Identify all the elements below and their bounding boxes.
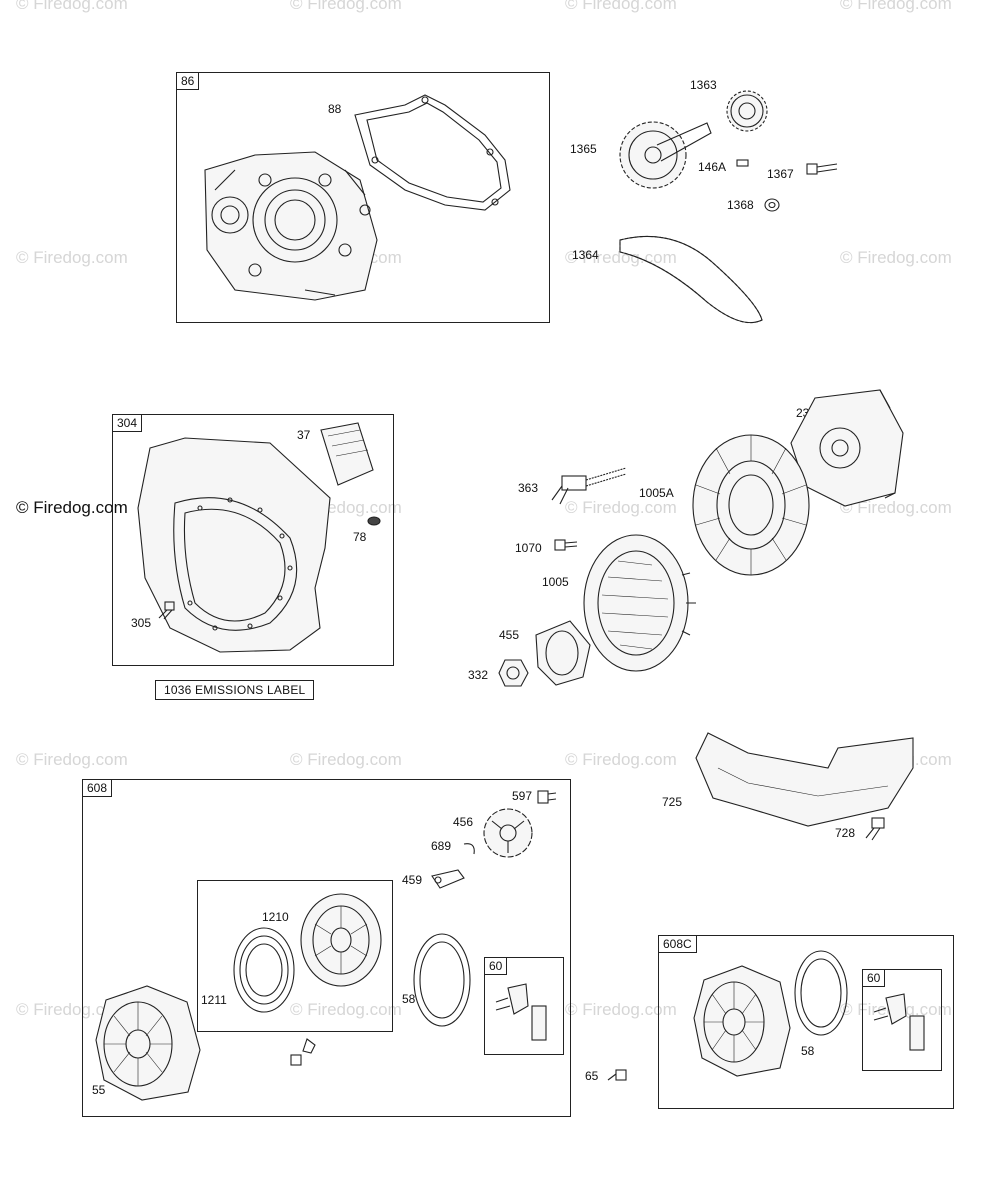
part-label-725: 725	[662, 795, 683, 809]
spring-clip-drawing	[463, 843, 475, 855]
part-label-1005a: 1005A	[639, 486, 674, 500]
flywheel-drawing	[790, 389, 904, 507]
watermark: © Firedog.com	[290, 750, 402, 769]
part-label-1005: 1005	[542, 575, 569, 589]
part-label-146a: 146A	[698, 160, 727, 174]
group-box-60: 60	[862, 969, 942, 1071]
group-box-label: 86	[176, 72, 200, 90]
watermark: © Firedog.com	[16, 0, 128, 13]
screw-drawing	[158, 601, 175, 620]
screw-drawing	[367, 516, 381, 526]
part-label-58: 58	[402, 992, 416, 1006]
watermark: © Firedog.com	[16, 248, 128, 267]
group-box-label: 608	[82, 779, 113, 797]
part-label-1367: 1367	[767, 167, 794, 181]
part-label-37: 37	[297, 428, 311, 442]
watermark: © Firedog.com	[290, 1000, 402, 1019]
part-label-78: 78	[353, 530, 367, 544]
fan-drawing	[692, 434, 810, 576]
group-box-304: 304	[112, 414, 394, 666]
rope-drawing	[413, 933, 471, 1027]
bolt-drawing	[865, 817, 885, 841]
key-drawing	[736, 159, 749, 167]
flywheel-fan-drawing	[583, 534, 696, 672]
group-box-608: 608	[82, 779, 571, 1117]
screw-drawing	[537, 790, 557, 804]
blower-housing-drawing	[137, 437, 331, 653]
screw-drawing	[554, 539, 578, 551]
group-box-86: 86	[176, 72, 550, 323]
watermark: © Firedog.com	[840, 248, 952, 267]
part-label-55: 55	[92, 1083, 106, 1097]
part-label-597: 597	[512, 789, 533, 803]
emissions-label-note: 1036 EMISSIONS LABEL	[155, 680, 315, 700]
sprocket-shaft-drawing	[619, 121, 712, 189]
watermark: © Firedog.com	[16, 750, 128, 769]
group-box-label: 60	[484, 957, 508, 975]
starter-housing-drawing	[95, 985, 201, 1101]
part-label-305: 305	[131, 616, 152, 630]
gasket-drawing	[354, 94, 511, 211]
clutch-pawl-drawing	[551, 467, 627, 505]
rope-drawing	[794, 950, 848, 1036]
watermark: © Firedog.com	[565, 0, 677, 13]
washer-drawing	[764, 198, 780, 212]
pawl-drawing	[431, 869, 465, 889]
part-label-459: 459	[402, 873, 423, 887]
starter-cup-drawing	[535, 620, 591, 686]
group-box-label: 608C	[658, 935, 697, 953]
watermark: © Firedog.com	[565, 750, 677, 769]
part-label-1363: 1363	[690, 78, 717, 92]
group-box-60: 60	[484, 957, 564, 1055]
part-label-1210: 1210	[262, 910, 289, 924]
gear-drawing	[726, 90, 768, 132]
part-label-455: 455	[499, 628, 520, 642]
handle-drawing	[495, 983, 547, 1041]
part-label-1364: 1364	[572, 248, 599, 262]
watermark: © Firedog.com	[16, 498, 128, 517]
part-label-456: 456	[453, 815, 474, 829]
crankcase-cover-drawing	[204, 151, 378, 301]
part-label-689: 689	[431, 839, 452, 853]
pulley-drawing	[300, 893, 382, 987]
group-box-label: 304	[112, 414, 143, 432]
muffler-guard-drawing	[695, 732, 914, 827]
watermark: © Firedog.com	[16, 1000, 128, 1019]
watermark: © Firedog.com	[840, 0, 952, 13]
part-label-363: 363	[518, 481, 539, 495]
part-label-1070: 1070	[515, 541, 542, 555]
timing-chain-drawing	[619, 235, 763, 324]
part-label-58-608c: 58	[801, 1044, 815, 1058]
screw-drawing	[607, 1069, 627, 1081]
part-label-1211: 1211	[201, 993, 227, 1007]
part-label-1365: 1365	[570, 142, 597, 156]
group-box-608c: 608C	[658, 935, 954, 1109]
bolt-drawing	[806, 163, 838, 175]
watermark: © Firedog.com	[840, 498, 952, 517]
screw-drawing	[290, 1038, 316, 1066]
part-label-728: 728	[835, 826, 856, 840]
group-box-label: 60	[862, 969, 886, 987]
sub-group-box	[197, 880, 393, 1032]
retainer-drawing	[483, 808, 533, 858]
handle-drawing	[873, 993, 925, 1051]
nut-drawing	[498, 659, 529, 687]
part-label-1368: 1368	[727, 198, 754, 212]
part-label-88: 88	[328, 102, 342, 116]
watermark: © Firedog.com	[565, 1000, 677, 1019]
watermark: © Firedog.com	[565, 498, 677, 517]
part-label-65: 65	[585, 1069, 599, 1083]
starter-housing-drawing	[693, 965, 791, 1077]
label-plate-drawing	[320, 422, 374, 486]
part-label-332: 332	[468, 668, 489, 682]
recoil-spring-drawing	[233, 927, 295, 1013]
watermark: © Firedog.com	[290, 0, 402, 13]
